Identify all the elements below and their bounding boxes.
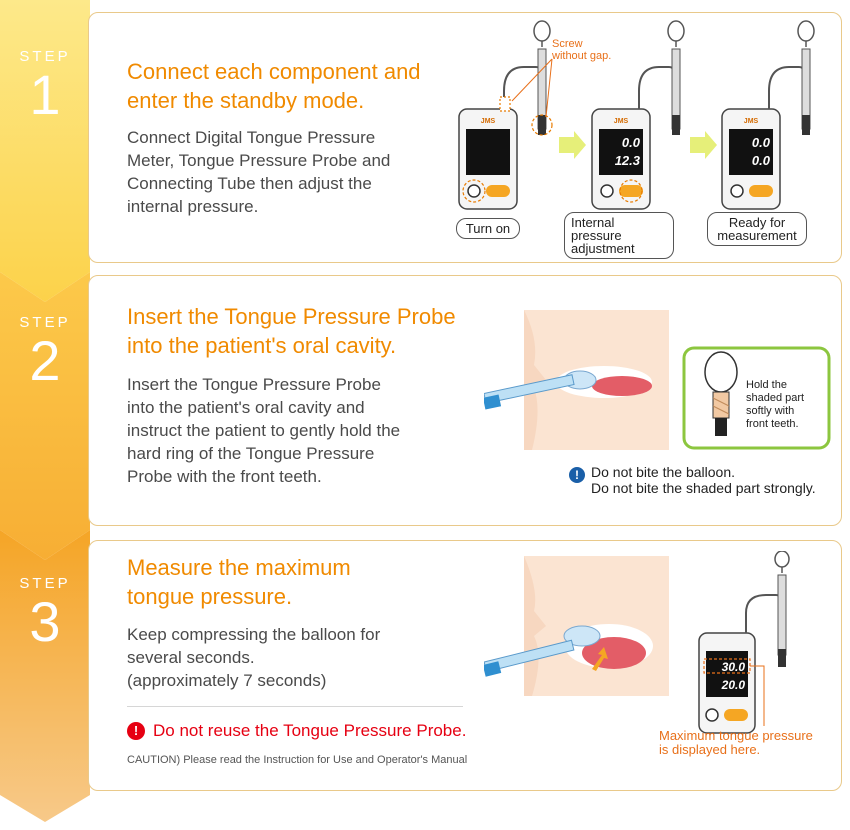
screw-note-line1: Screw [552,38,583,50]
readout-adjust-top: 0.0 [622,135,641,150]
step3-body: Keep compressing the balloon for several… [127,625,381,690]
step-sidebar: STEP 1 STEP 2 STEP 3 [0,0,90,825]
meter-device-adjusting: JMS 0.0 12.3 [591,108,651,210]
arrow-up-icon [592,647,608,671]
step2-band [0,272,90,560]
step1-band [0,0,90,302]
readout-adjust-bottom: 12.3 [615,153,641,168]
measurement-illustration: 30.0 20.0 [484,551,790,734]
readout-ready-bottom: 0.0 [752,153,771,168]
divider [127,706,463,707]
exclamation-circle-icon: ! [569,467,585,483]
callout-line4: front teeth. [746,418,799,430]
svg-text:JMS: JMS [744,118,759,125]
step2-warning-text: Do not bite the balloon. Do not bite the… [591,464,816,496]
readout-ready-top: 0.0 [752,135,771,150]
meter-device-off: JMS [458,108,518,210]
svg-text:JMS: JMS [614,118,629,125]
caption-internal-pressure: Internal pressure adjustment [564,212,674,259]
step2-body: Insert the Tongue Pressure Probe into th… [127,375,401,486]
step1-number: 1 [29,63,61,126]
readout-current: 20.0 [721,678,746,692]
step2-word: STEP [19,314,71,331]
step1-card: Connect each component and enter the sta… [88,12,842,263]
step3-card: Measure the maximum tongue pressure. Kee… [88,540,842,791]
step2-number: 2 [29,329,61,392]
step1-body: Connect Digital Tongue Pressure Meter, T… [127,128,391,216]
step3-word: STEP [19,575,71,592]
step-arrow-band [0,0,90,822]
display-note: Maximum tongue pressure is displayed her… [659,728,813,757]
step1-title: Connect each component and enter the sta… [127,59,421,113]
arrow-right-icon [559,131,586,159]
caution-note: CAUTION) Please read the Instruction for… [127,754,468,766]
step3-number: 3 [29,590,61,653]
step3-label: STEP 3 [0,575,90,650]
brand-label: JMS [481,118,496,125]
caption-turn-on: Turn on [456,218,520,239]
step2-card: Insert the Tongue Pressure Probe into th… [88,275,842,526]
meter-device-ready: JMS 0.0 0.0 [721,108,781,210]
probe-insertion-illustration: Hold the shaded part softly with front t… [484,310,831,450]
step2-warning: ! Do not bite the balloon. Do not bite t… [569,464,816,496]
step2-label: STEP 2 [0,314,90,389]
callout-line1: Hold the [746,379,787,391]
callout-line3: softly with [746,405,794,417]
step3-title: Measure the maximum tongue pressure. [127,555,351,609]
step3-band [0,530,90,822]
tongue [592,376,652,396]
device-setup-illustration: JMS Screw without gap. JMS 0.0 12.3 [458,20,815,210]
reuse-alert: ! Do not reuse the Tongue Pressure Probe… [127,721,466,741]
step2-title: Insert the Tongue Pressure Probe into th… [127,304,456,358]
arrow-right-icon [690,131,717,159]
step1-word: STEP [19,48,71,65]
reuse-alert-text: Do not reuse the Tongue Pressure Probe. [153,721,467,740]
exclamation-circle-icon: ! [127,722,145,740]
step1-label: STEP 1 [0,48,90,123]
screw-note-line2: without gap. [551,50,611,62]
caption-ready: Ready for measurement [707,212,807,246]
readout-max: 30.0 [722,660,746,674]
callout-line2: shaded part [746,392,804,404]
